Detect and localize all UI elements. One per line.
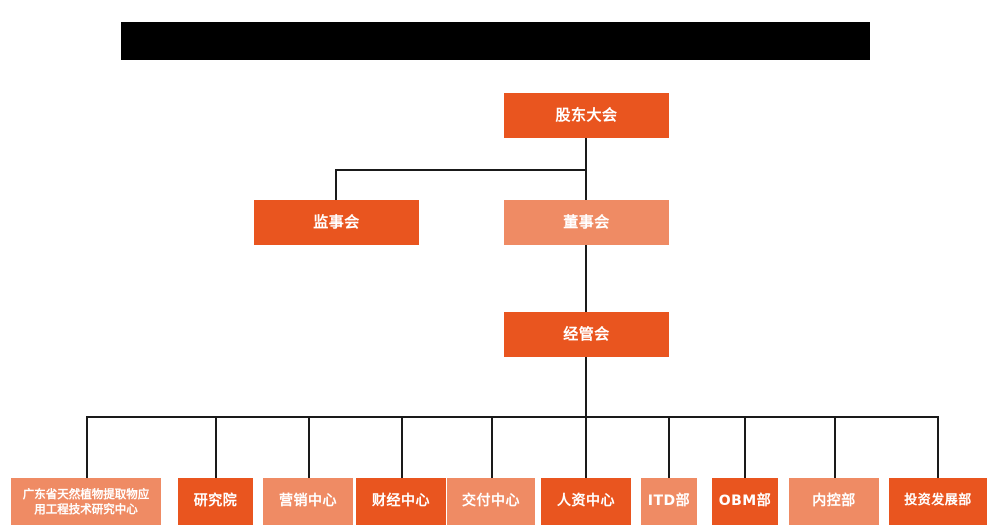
node-itd-dept-label: ITD部: [647, 492, 691, 509]
connector-departments-bus: [86, 416, 938, 418]
node-management[interactable]: 经管会: [504, 312, 669, 357]
node-finance-center[interactable]: 财经中心: [356, 478, 446, 525]
node-marketing-center[interactable]: 营销中心: [263, 478, 353, 525]
connector-drop-hr-center: [585, 416, 587, 478]
connector-directors-to-management: [585, 243, 587, 313]
connector-management-down: [585, 357, 587, 417]
node-shareholders-label: 股东大会: [555, 106, 618, 125]
connector-level2-bus: [335, 169, 587, 171]
connector-drop-obm-dept: [744, 416, 746, 478]
node-investment-development-dept-label: 投资发展部: [904, 493, 972, 509]
node-institute[interactable]: 研究院: [178, 478, 253, 525]
connector-drop-investment-development-dept: [937, 416, 939, 478]
node-shareholders[interactable]: 股东大会: [504, 93, 669, 138]
node-finance-center-label: 财经中心: [372, 492, 430, 509]
connector-drop-finance-center: [401, 416, 403, 478]
node-research-center-label: 广东省天然植物提取物应 用工程技术研究中心: [22, 487, 150, 516]
node-internal-control-dept[interactable]: 内控部: [789, 478, 879, 525]
connector-supervisors-drop: [335, 169, 337, 200]
connector-drop-research-center: [86, 416, 88, 478]
node-supervisors[interactable]: 监事会: [254, 200, 419, 245]
node-hr-center-label: 人资中心: [557, 492, 615, 509]
connector-directors-drop: [585, 169, 587, 200]
connector-drop-itd-dept: [668, 416, 670, 478]
node-marketing-center-label: 营销中心: [279, 492, 337, 509]
node-delivery-center[interactable]: 交付中心: [447, 478, 535, 525]
node-management-label: 经管会: [563, 325, 610, 344]
connector-drop-delivery-center: [491, 416, 493, 478]
node-supervisors-label: 监事会: [313, 213, 360, 232]
connector-drop-institute: [215, 416, 217, 478]
node-institute-label: 研究院: [193, 492, 238, 509]
node-delivery-center-label: 交付中心: [462, 492, 520, 509]
node-itd-dept[interactable]: ITD部: [641, 478, 697, 525]
connector-shareholders-down: [585, 137, 587, 170]
node-obm-dept-label: OBM部: [718, 492, 772, 509]
node-investment-development-dept[interactable]: 投资发展部: [889, 478, 987, 525]
node-hr-center[interactable]: 人资中心: [541, 478, 631, 525]
node-directors-label: 董事会: [563, 213, 610, 232]
node-research-center[interactable]: 广东省天然植物提取物应 用工程技术研究中心: [11, 478, 161, 525]
redacted-title-banner: [121, 22, 870, 60]
node-internal-control-dept-label: 内控部: [812, 492, 856, 509]
connector-drop-marketing-center: [308, 416, 310, 478]
connector-drop-internal-control-dept: [834, 416, 836, 478]
node-obm-dept[interactable]: OBM部: [712, 478, 778, 525]
node-directors[interactable]: 董事会: [504, 200, 669, 245]
